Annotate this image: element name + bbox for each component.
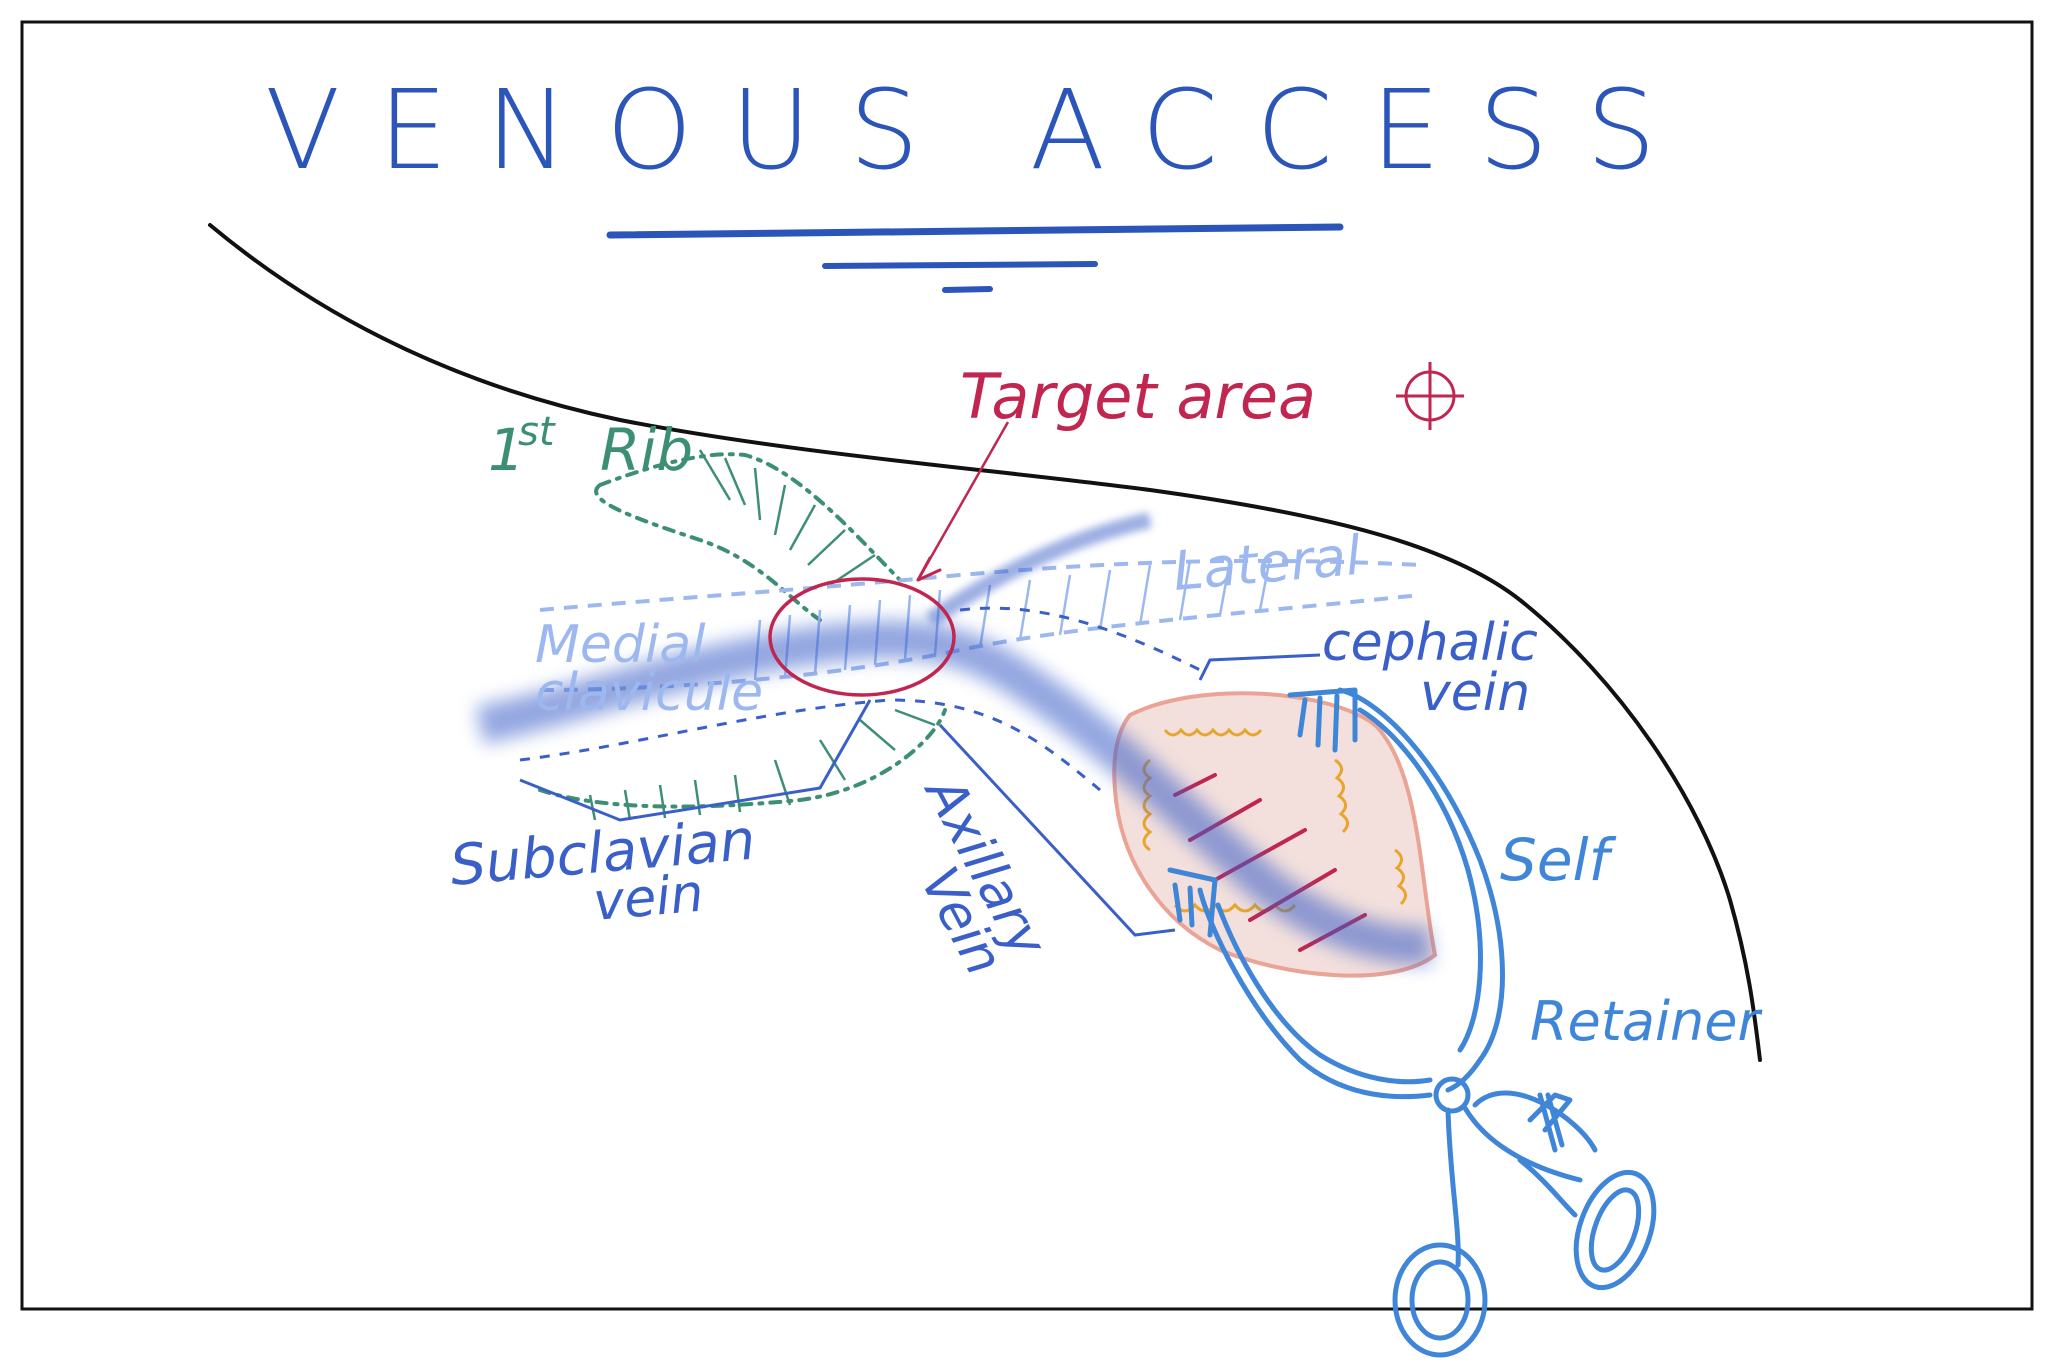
lateral-label: Lateral: [1171, 524, 1364, 603]
page-title: VENOUS ACCESS: [265, 66, 1694, 194]
first-rib-superscript: st: [518, 409, 556, 455]
self-retainer-instrument: [1167, 687, 1657, 1358]
first-rib-outline: [538, 452, 947, 809]
subclavian-pointer: [519, 699, 872, 822]
axillary-pointer: [938, 723, 1176, 937]
self-label: Self: [1500, 826, 1617, 894]
target-crosshair-icon: [1396, 362, 1464, 430]
clavicule-label: clavicule: [535, 663, 763, 723]
cephalic-pointer: [1198, 653, 1321, 681]
title-underline-2: [822, 261, 1098, 269]
retainer-label: Retainer: [1530, 990, 1762, 1053]
cephalic-label: cephalic: [1322, 613, 1538, 673]
target-area-circle: [768, 577, 956, 697]
rib-label: Rib: [600, 416, 693, 484]
page-frame: [20, 20, 2034, 1311]
first-rib-number: 1: [488, 416, 525, 484]
subclavian-vein-label: vein: [591, 864, 706, 933]
vein-glow: [476, 620, 1433, 965]
body-outline: [208, 223, 1762, 1062]
first-rib-hatching: [588, 449, 936, 821]
title-underline-3: [942, 286, 993, 293]
medial-label: Medial: [535, 615, 706, 675]
target-arrow-line: [916, 421, 1010, 581]
cephalic-vein-label: vein: [1420, 663, 1530, 723]
cephalic-vein-edge: [959, 606, 1201, 672]
target-area-label: Target area: [960, 360, 1316, 433]
fat-edge-right: [1334, 758, 1407, 906]
vein-lower-edge: [519, 698, 1101, 792]
cephalic-vein-glow: [925, 512, 1152, 627]
title-underline-1: [606, 223, 1344, 239]
target-arrow-head: [916, 556, 942, 582]
